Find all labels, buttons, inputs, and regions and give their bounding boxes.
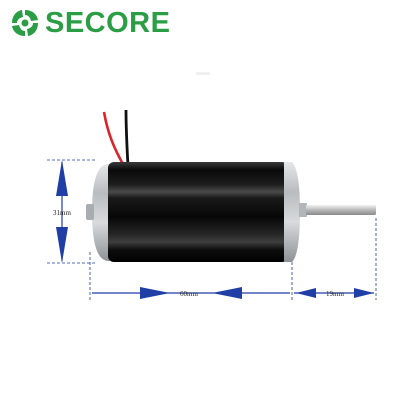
front-end-cap [284, 162, 300, 262]
shaft-dimension [294, 218, 377, 300]
red-wire [102, 111, 126, 167]
faint-mark [196, 72, 210, 75]
swirl-logo-icon [12, 10, 38, 36]
rear-end-cap [92, 164, 112, 261]
rear-boss [86, 204, 94, 220]
motor-shaft [306, 205, 376, 215]
shaft-dimension-label: 19mm [326, 290, 344, 298]
front-bearing [299, 203, 307, 217]
length-dimension [89, 252, 293, 300]
brand-name: SECORE [45, 6, 171, 39]
black-wire [124, 109, 130, 167]
motor-body [108, 162, 288, 262]
length-dimension-label: 60mm [180, 290, 198, 298]
height-dimension-label: 31mm [53, 209, 71, 217]
brand-logo: SECORE [10, 8, 170, 38]
height-dimension [47, 159, 96, 264]
